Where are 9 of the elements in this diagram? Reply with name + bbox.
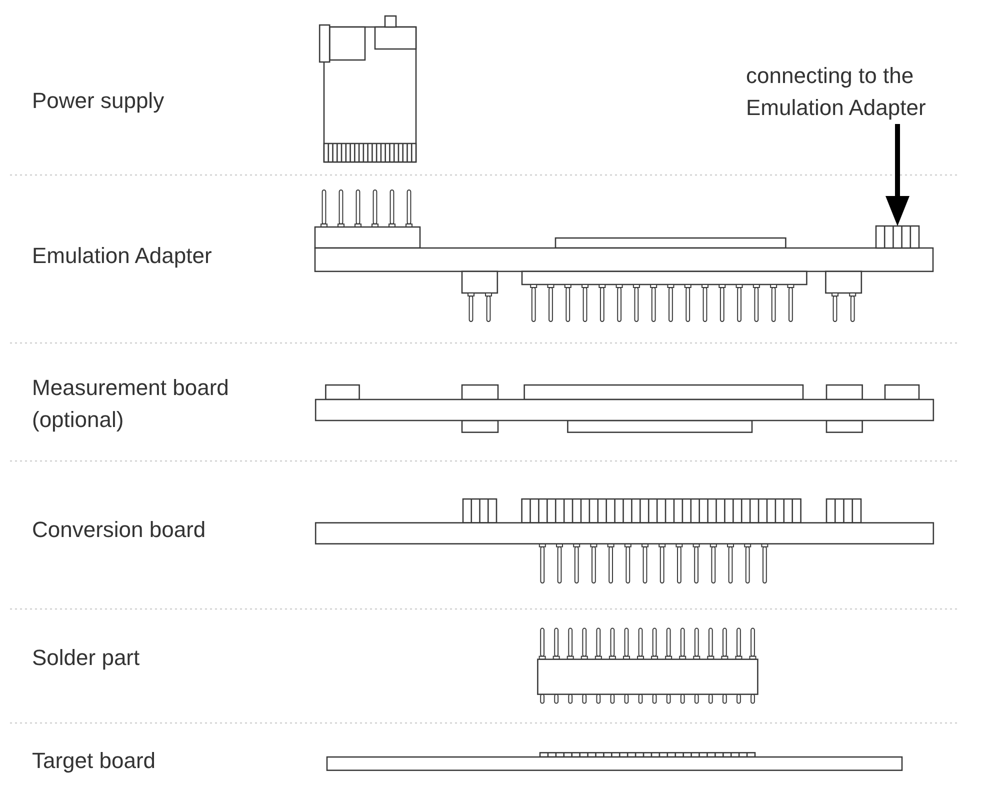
row-label: Measurement board (optional) [32, 374, 230, 434]
arrow [886, 124, 910, 226]
row-label: Target board [32, 747, 157, 775]
row-label: Solder part [32, 644, 141, 672]
row-label: Emulation Adapter [32, 242, 213, 270]
row-label: Conversion board [32, 516, 207, 544]
row-label: Power supply [32, 87, 166, 115]
annotation-text: connecting to the Emulation Adapter [746, 60, 951, 124]
connector-header [875, 225, 920, 249]
